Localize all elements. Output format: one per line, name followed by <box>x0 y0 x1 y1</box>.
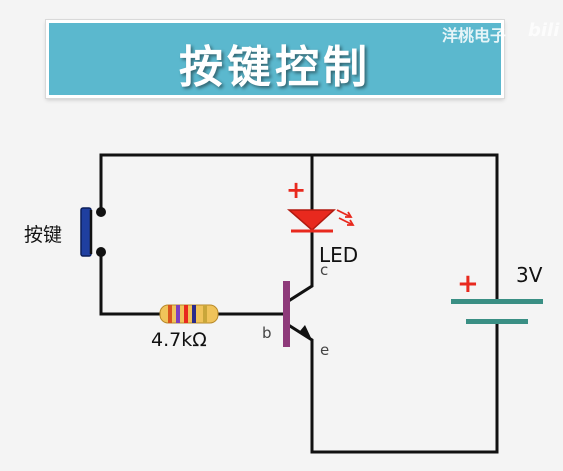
led-label: LED <box>319 243 358 267</box>
led-plus-sign: + <box>286 176 306 204</box>
led-icon <box>286 209 355 233</box>
push-button-icon <box>80 207 106 257</box>
battery-label: 3V <box>516 263 543 287</box>
battery-icon <box>451 299 543 324</box>
wire-emitter <box>287 323 499 454</box>
resistor-icon <box>159 304 219 324</box>
watermark-logo: bili <box>528 20 560 41</box>
resistor-label: 4.7kΩ <box>151 329 207 351</box>
wire-collector <box>287 230 314 303</box>
title-banner: 按键控制 <box>46 20 504 98</box>
wires <box>99 153 499 454</box>
page-title: 按键控制 <box>179 42 371 93</box>
npn-transistor-icon <box>283 281 312 347</box>
base-label: b <box>262 324 272 342</box>
watermark-text: 洋桃电子 <box>442 26 507 45</box>
light-emission-icon <box>336 209 355 226</box>
collector-label: c <box>320 261 328 279</box>
button-label: 按键 <box>24 224 62 246</box>
emitter-label: e <box>320 341 329 359</box>
battery-plus-sign: + <box>457 269 479 299</box>
wire-left-lower <box>99 252 162 316</box>
